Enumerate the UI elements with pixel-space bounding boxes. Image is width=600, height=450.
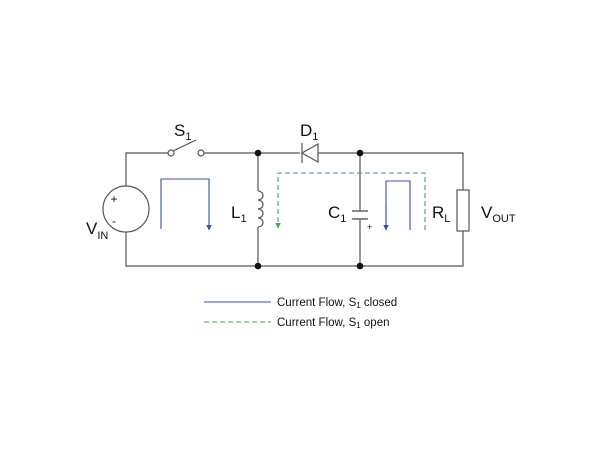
wire-diode-to-right	[318, 152, 464, 190]
current-path-closed-right	[385, 180, 411, 230]
wire-left-bottom	[125, 231, 464, 267]
capacitor-polarity: +	[367, 222, 372, 232]
load-resistor	[456, 189, 470, 232]
source-plus: +	[110, 192, 117, 206]
inductor-label: L1	[231, 203, 247, 225]
legend: Current Flow, S1 closed Current Flow, S1…	[204, 297, 397, 330]
source-label: VIN	[86, 219, 108, 242]
legend-label-closed: Current Flow, S1 closed	[277, 297, 397, 310]
source-minus: -	[112, 214, 116, 228]
capacitor	[352, 210, 368, 220]
wires	[125, 152, 464, 267]
load-label: RL	[432, 203, 450, 225]
junction-dot	[356, 149, 364, 157]
wire-left-top	[125, 152, 168, 186]
current-path-open	[275, 172, 426, 230]
diode	[300, 142, 319, 164]
junction-dot	[356, 262, 364, 270]
inductor-coil	[257, 190, 264, 228]
junction-dot	[254, 262, 262, 270]
junctions	[254, 149, 364, 270]
voltage-source: + -	[102, 185, 150, 233]
diode-label: D1	[300, 121, 318, 143]
output-label: VOUT	[481, 203, 516, 225]
switch	[167, 139, 205, 157]
current-path-closed-left	[160, 178, 212, 231]
switch-label: S1	[174, 121, 191, 143]
capacitor-label: C1	[328, 203, 346, 225]
junction-dot	[254, 149, 262, 157]
legend-label-open: Current Flow, S1 open	[277, 317, 389, 330]
